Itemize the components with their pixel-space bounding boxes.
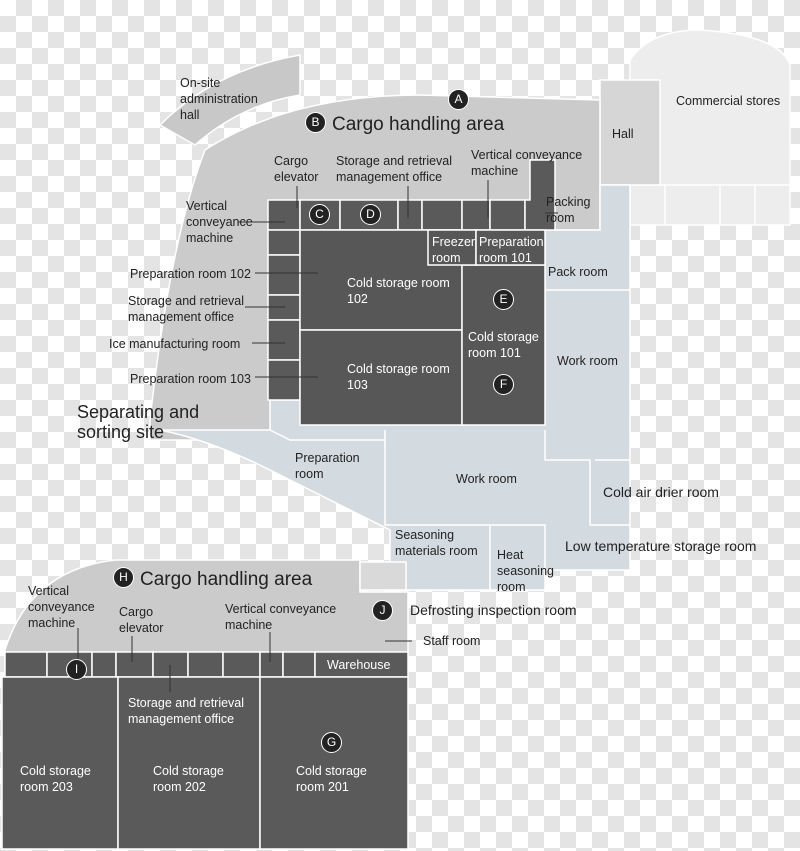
- label-vcm-left-f2: Vertical conveyance machine: [28, 584, 95, 630]
- admin-hall-block: [158, 54, 301, 146]
- label-vcm-right-f2: Vertical conveyance machine: [225, 602, 337, 632]
- label-seasoning-materials: Seasoning materials room: [395, 528, 478, 558]
- label-vcm-left: Vertical conveyance machine: [186, 199, 253, 245]
- floor1-work-area: [159, 184, 631, 591]
- floor2-notch: [359, 561, 407, 591]
- marker-g: G: [321, 732, 342, 753]
- marker-d: D: [360, 204, 381, 225]
- commercial-building: [599, 29, 791, 226]
- floor1-title-text: Cargo handling area: [332, 114, 505, 135]
- freezer-shape: [427, 229, 477, 266]
- cold-storage-201-shape: [259, 676, 409, 850]
- label-storage-office-top: Storage and retrieval management office: [336, 154, 453, 184]
- floor2-title: H Cargo handling area: [113, 567, 313, 591]
- floor2-cold-rooms: [1, 676, 409, 850]
- label-cold-storage-201: Cold storage room 201: [296, 764, 367, 794]
- cold-storage-203-shape: [1, 676, 119, 850]
- label-vcm-top: Vertical conveyance machine: [471, 148, 583, 178]
- cold-storage-rooms-floor1: [299, 229, 546, 426]
- floor2-upper-area: [4, 559, 409, 676]
- label-work-room-right: Work room: [557, 354, 618, 368]
- label-pack-room: Pack room: [548, 265, 608, 279]
- marker-c: C: [309, 204, 330, 225]
- label-separating-site: Separating and sorting site: [77, 402, 200, 442]
- label-prep-102: Preparation room 102: [130, 267, 251, 281]
- label-prep-101: Preparation room 101: [479, 235, 544, 265]
- cold-storage-103-shape: [299, 329, 463, 426]
- label-cold-air-drier: Cold air drier room: [603, 484, 719, 500]
- label-hall: Hall: [612, 127, 634, 141]
- label-defrosting-room: Defrosting inspection room: [410, 602, 577, 618]
- label-cargo-elevator-1: Cargo elevator: [274, 154, 319, 184]
- work-area-partitions: [269, 289, 630, 590]
- commercial-stores-lower: [630, 184, 790, 225]
- marker-f: F: [493, 374, 514, 395]
- label-prep-103: Preparation room 103: [130, 372, 251, 386]
- floor2-title-text: Cargo handling area: [140, 569, 313, 590]
- marker-b: B: [305, 112, 326, 134]
- label-heat-seasoning: Heat seasoning room: [497, 548, 554, 594]
- marker-j: J: [372, 600, 393, 621]
- label-warehouse: Warehouse: [327, 658, 391, 672]
- left-room-column: [267, 229, 301, 401]
- commercial-stores-block: [629, 29, 791, 226]
- label-storage-office-left: Storage and retrieval management office: [128, 294, 245, 324]
- marker-h: H: [113, 567, 134, 589]
- marker-i: I: [66, 659, 87, 680]
- label-cold-storage-202: Cold storage room 202: [153, 764, 224, 794]
- label-storage-office-f2: Storage and retrieval management office: [128, 696, 245, 726]
- floor2-leader-lines: [77, 628, 412, 692]
- marker-e: E: [493, 289, 514, 310]
- label-cargo-elevator-2: Cargo elevator: [119, 605, 164, 635]
- floor1-title: B Cargo handling area: [305, 112, 505, 136]
- prep101-shape: [475, 229, 546, 266]
- cold-storage-202-shape: [117, 676, 261, 850]
- floor1-leader-lines: [238, 180, 558, 378]
- marker-a: A: [448, 89, 469, 110]
- label-cold-storage-203: Cold storage room 203: [20, 764, 91, 794]
- label-cold-storage-102: Cold storage room 102: [347, 276, 450, 306]
- label-cold-storage-103: Cold storage room 103: [347, 362, 450, 392]
- label-packing-room: Packing room: [546, 195, 591, 225]
- label-cold-storage-101: Cold storage room 101: [468, 330, 539, 360]
- label-ice-room: Ice manufacturing room: [109, 337, 241, 351]
- label-low-temp-storage: Low temperature storage room: [565, 538, 757, 554]
- label-admin-hall: On-site administration hall: [180, 76, 258, 122]
- label-staff-room: Staff room: [423, 634, 481, 648]
- label-work-room-bottom: Work room: [456, 472, 517, 486]
- label-freezer-room: Freezer room: [432, 235, 476, 265]
- hall-block: [599, 79, 661, 186]
- label-preparation-room: Preparation room: [295, 451, 360, 481]
- label-commercial-stores: Commercial stores: [676, 94, 781, 108]
